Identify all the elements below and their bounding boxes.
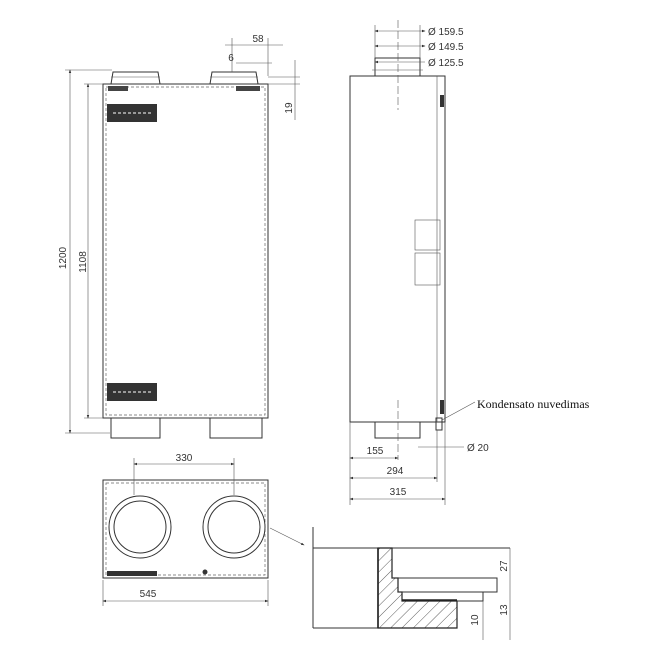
dim-19: 19: [284, 102, 295, 114]
spigot-circle-right: [202, 495, 266, 559]
dim-diameter-125: Ø 125.5: [428, 58, 464, 69]
spigot-circle-left: [108, 495, 172, 559]
side-top-spigot: [374, 57, 421, 77]
condensate-drain: [435, 417, 443, 431]
bottom-spigots: [110, 418, 263, 439]
dim-6: 6: [228, 53, 234, 64]
dim-diameter-149: Ø 149.5: [428, 42, 464, 53]
front-view: 1200 1108 58 6 19: [58, 34, 300, 439]
dim-diameter-159: Ø 159.5: [428, 27, 464, 38]
drain-label: Kondensato nuvedimas: [477, 397, 590, 411]
handle-bottom: [107, 383, 157, 401]
dim-545: 545: [140, 589, 157, 600]
handle-top: [107, 104, 157, 122]
dim-58: 58: [252, 34, 264, 45]
dim-155: 155: [367, 446, 384, 457]
dim-diameter-20: Ø 20: [467, 443, 489, 454]
dim-294: 294: [387, 466, 404, 477]
dim-27: 27: [499, 560, 510, 572]
detail-view: 27 13 10: [312, 527, 511, 640]
dim-1200: 1200: [58, 246, 69, 269]
dim-10: 10: [470, 614, 481, 626]
side-bottom-spigot: [374, 421, 421, 439]
dim-315: 315: [390, 487, 407, 498]
bottom-view: 330 545: [102, 453, 305, 606]
side-body: [349, 75, 446, 423]
dim-1108: 1108: [78, 251, 89, 273]
top-spigots: [110, 71, 259, 85]
bottom-body: [102, 479, 269, 579]
dim-330: 330: [176, 453, 193, 464]
side-view: Ø 159.5 Ø 149.5 Ø 125.5 155 294 315 Ø 20…: [349, 20, 590, 505]
dim-13: 13: [499, 604, 510, 616]
unit-body: [102, 83, 269, 419]
